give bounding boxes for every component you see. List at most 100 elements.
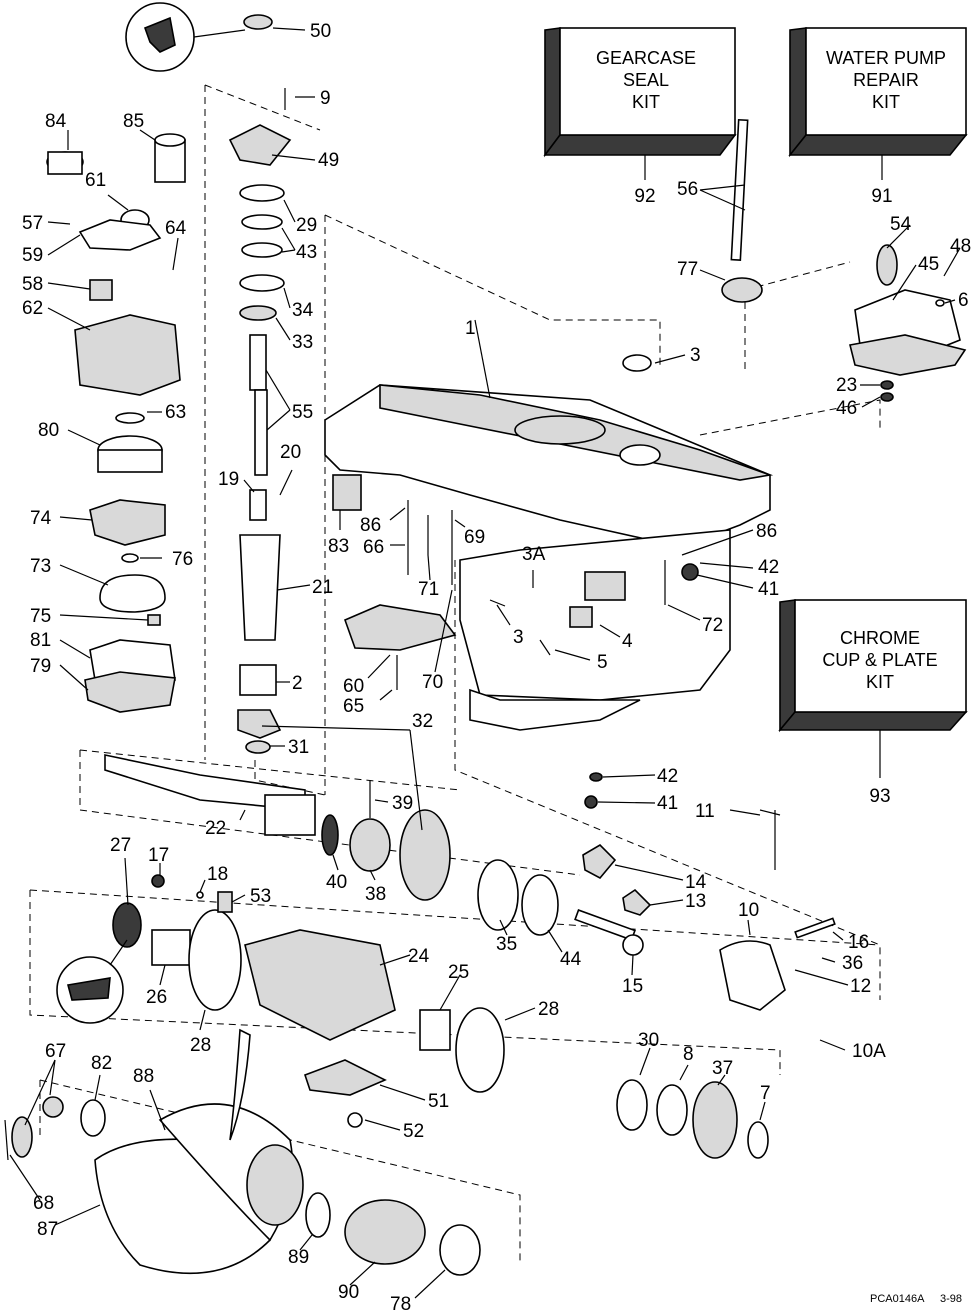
label-34: 34	[292, 300, 314, 321]
label-63: 63	[165, 402, 186, 423]
gearcase-housing	[324, 384, 774, 731]
label-66: 66	[363, 537, 384, 558]
shift-parts	[574, 809, 836, 1159]
label-70: 70	[422, 672, 443, 693]
label-45: 45	[918, 254, 939, 275]
assembly-dash-lines	[29, 84, 881, 1265]
label-39: 39	[392, 793, 413, 814]
label-81: 81	[30, 630, 51, 651]
label-9: 9	[320, 88, 331, 109]
label-18: 18	[207, 864, 228, 885]
leader-lines	[9, 27, 961, 1299]
label-79: 79	[30, 656, 51, 677]
label-36: 36	[842, 953, 863, 974]
label-14: 14	[685, 872, 707, 893]
label-83: 83	[328, 536, 349, 557]
label-87: 87	[37, 1219, 58, 1240]
label-68: 68	[33, 1193, 54, 1214]
label-52: 52	[403, 1121, 424, 1142]
label-90: 90	[338, 1282, 359, 1303]
label-43: 43	[296, 242, 317, 263]
label-78: 78	[390, 1294, 411, 1312]
label-17: 17	[148, 845, 169, 866]
label-59: 59	[22, 245, 43, 266]
label-82: 82	[91, 1053, 112, 1074]
label-54: 54	[890, 214, 912, 235]
upper-right-parts	[622, 118, 967, 402]
label-15: 15	[622, 976, 643, 997]
diagram-date: 3-98	[940, 1293, 962, 1305]
label-67: 67	[45, 1041, 66, 1062]
water-pump-kit-line1: WATER PUMP	[826, 48, 946, 68]
gearcase-seal-kit-line3: KIT	[632, 92, 660, 112]
label-2: 2	[292, 673, 303, 694]
label-35: 35	[496, 934, 517, 955]
label-62: 62	[22, 298, 43, 319]
label-80: 80	[38, 420, 59, 441]
label-42-top: 42	[758, 557, 779, 578]
label-50: 50	[310, 21, 331, 42]
label-61: 61	[85, 170, 106, 191]
middle-small-parts	[151, 474, 699, 913]
label-22: 22	[205, 818, 226, 839]
chrome-cup-kit-line1: CHROME	[840, 628, 920, 648]
label-30: 30	[638, 1030, 659, 1051]
label-51: 51	[428, 1091, 449, 1112]
water-pump-kit-line2: REPAIR	[853, 70, 919, 90]
gearcase-seal-kit-line2: SEAL	[623, 70, 669, 90]
label-65: 65	[343, 696, 364, 717]
grease-fitting-callout-bottom-icon	[56, 939, 128, 1024]
label-5: 5	[597, 652, 608, 673]
label-25: 25	[448, 962, 469, 983]
water-pump-kit-ref: 91	[871, 186, 892, 207]
label-4: 4	[622, 631, 633, 652]
label-24: 24	[408, 946, 430, 967]
label-3-mid: 3	[513, 627, 524, 648]
chrome-cup-plate-kit-box: CHROME CUP & PLATE KIT 93	[778, 599, 968, 807]
label-29: 29	[296, 215, 317, 236]
driveshaft-parts	[228, 14, 292, 754]
label-60: 60	[343, 676, 364, 697]
label-86-left: 86	[360, 515, 381, 536]
label-3A: 3A	[522, 544, 546, 565]
label-57: 57	[22, 213, 43, 234]
label-20: 20	[280, 442, 301, 463]
water-pump-parts	[46, 133, 186, 713]
label-10A: 10A	[852, 1041, 886, 1062]
label-86-right: 86	[756, 521, 777, 542]
chrome-cup-kit-line3: KIT	[866, 672, 894, 692]
label-28-left: 28	[190, 1035, 211, 1056]
label-73: 73	[30, 556, 51, 577]
label-10: 10	[738, 900, 759, 921]
propeller-shaft-parts	[104, 754, 559, 1128]
label-41-bottom: 41	[657, 793, 678, 814]
label-42-bottom: 42	[657, 766, 678, 787]
label-64: 64	[165, 218, 187, 239]
label-74: 74	[30, 508, 52, 529]
gearcase-seal-kit-box: GEARCASE SEAL KIT 92	[543, 27, 737, 207]
label-71: 71	[418, 579, 439, 600]
label-7: 7	[760, 1083, 771, 1104]
label-16: 16	[848, 932, 869, 953]
label-40: 40	[326, 872, 347, 893]
grease-fitting-callout-top-icon	[125, 2, 246, 72]
label-12: 12	[850, 976, 871, 997]
water-pump-kit-line3: KIT	[872, 92, 900, 112]
label-1: 1	[465, 318, 476, 339]
label-28-right: 28	[538, 999, 559, 1020]
label-55: 55	[292, 402, 313, 423]
propeller	[4, 1028, 481, 1276]
part-number-labels: 50 9 49 29 43 34 33 55 20 19 21 2 32 31 …	[22, 21, 971, 1312]
label-84: 84	[45, 111, 67, 132]
label-41-top: 41	[758, 579, 779, 600]
label-85: 85	[123, 111, 144, 132]
label-46: 46	[836, 398, 857, 419]
label-72: 72	[702, 615, 723, 636]
label-58: 58	[22, 274, 43, 295]
chrome-cup-kit-line2: CUP & PLATE	[822, 650, 937, 670]
label-88: 88	[133, 1066, 154, 1087]
label-89: 89	[288, 1247, 309, 1268]
label-76: 76	[172, 549, 193, 570]
label-75: 75	[30, 606, 51, 627]
